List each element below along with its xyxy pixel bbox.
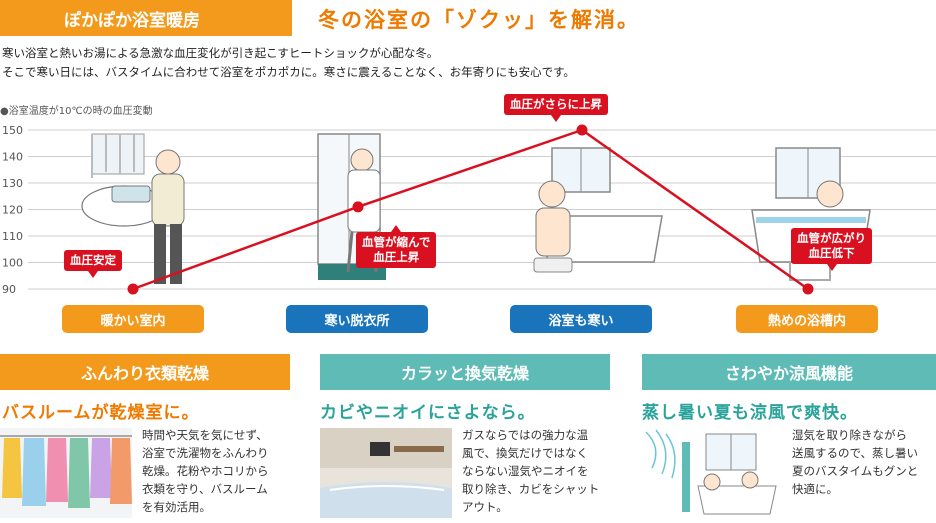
feature-text-cool-air: 湿気を取り除きながら 送風するので、蒸し暑い 夏のバスタイムもグンと 快適に。 [792, 428, 919, 496]
y-tick-label: 100 [2, 257, 23, 270]
section-badge: ぽかぽか浴室暖房 [0, 0, 292, 36]
callout-drop: 血管が広がり 血圧低下 [791, 228, 872, 271]
intro-line-1: 寒い浴室と熱いお湯による急激な血圧変化が引き起こすヒートショックが心配な冬。 [2, 46, 439, 60]
y-tick-label: 150 [2, 124, 23, 137]
feature-headline-cool-air: 蒸し暑い夏も涼風で爽快。 [642, 403, 858, 423]
feature-badge-ventilation: カラッと換気乾燥 [320, 354, 610, 390]
bp-line [132, 128, 809, 291]
cool-air-illustration [642, 428, 782, 518]
y-tick-label: 140 [2, 151, 23, 164]
warm-room-illustration [81, 133, 185, 284]
bp-point [576, 124, 588, 136]
scene-label-tub: 熱めの浴槽内 [736, 305, 878, 333]
bathroom-illustration [533, 147, 663, 273]
callout-rise-2: 血圧がさらに上昇 [504, 94, 608, 122]
intro-line-2: そこで寒い日には、バスタイムに合わせて浴室をポカポカに。寒さに震えることなく、お… [2, 65, 575, 79]
bp-point [352, 201, 364, 213]
y-tick-label: 120 [2, 204, 23, 217]
feature-headline-drying: バスルームが乾燥室に。 [2, 403, 200, 423]
feature-headline-ventilation: カビやニオイにさよなら。 [320, 403, 536, 423]
intro-text: 寒い浴室と熱いお湯による急激な血圧変化が引き起こすヒートショックが心配な冬。 そ… [2, 44, 575, 82]
feature-badge-drying: ふんわり衣類乾燥 [0, 354, 290, 390]
feature-text-ventilation: ガスならではの強力な温 風で、換気だけではなく ならない湿気やニオイを 取り除き… [462, 428, 600, 514]
y-tick-label: 90 [2, 283, 16, 296]
scene-label-dressing: 寒い脱衣所 [286, 305, 428, 333]
y-tick-label: 130 [2, 177, 23, 190]
bp-line-segment [132, 205, 359, 291]
bp-points [127, 124, 814, 295]
feature-text-drying: 時間や天気を気にせず、 浴室で洗濯物をふんわり 乾燥。花粉やホコリから 衣類を守… [142, 428, 269, 514]
bp-point [802, 283, 814, 295]
laundry-image [0, 428, 132, 518]
callout-stable: 血圧安定 [64, 250, 122, 278]
scene-label-room: 暖かい室内 [62, 305, 204, 333]
feature-badge-cool-air: さわやか涼風機能 [642, 354, 936, 390]
scene-illustrations [81, 133, 871, 284]
bp-point [127, 283, 139, 295]
bp-line-segment [581, 128, 809, 291]
callout-rise-1: 血管が縮んで 血圧上昇 [356, 225, 437, 268]
chart-note: ●浴室温度が10℃の時の血圧変動 [0, 106, 153, 117]
blood-pressure-chart: 150 140 130 120 110 100 90 [2, 124, 936, 296]
scene-label-bath: 浴室も寒い [510, 305, 652, 333]
bathroom-photo [320, 428, 452, 518]
bp-line-segment [357, 128, 583, 209]
headline: 冬の浴室の「ゾクッ」を解消。 [318, 8, 640, 32]
y-tick-label: 110 [2, 230, 23, 243]
